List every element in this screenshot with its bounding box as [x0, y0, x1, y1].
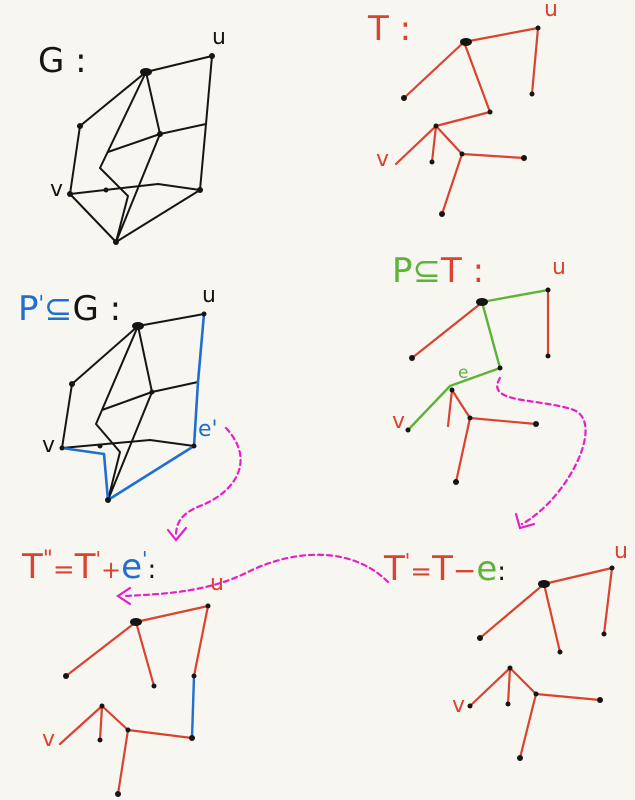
title-t-prime: T'=T−e:	[383, 549, 506, 589]
panel-tree-t: T : u v	[367, 0, 558, 217]
tree-t-prime-vertices	[467, 565, 615, 761]
panel-path-p-prime: P'⊆G : u v e'	[18, 283, 218, 503]
arrow-e-prime-head	[166, 526, 188, 542]
added-edge-e-prime	[190, 674, 196, 740]
vertex-v-label: v	[50, 177, 63, 202]
vertex-u-label: u	[212, 25, 226, 50]
vertex-v-label: v	[392, 409, 405, 434]
graph-p-prime-vertices	[59, 311, 207, 503]
title-t-double-prime: T"=T'+e':	[21, 547, 156, 587]
arrow-e-to-t-prime	[496, 376, 587, 526]
title-p-prime: P'⊆G :	[18, 289, 121, 329]
panel-tree-t-double-prime: T"=T'+e': u v	[21, 547, 224, 797]
tree-p-vertices	[405, 287, 551, 485]
tree-t-double-prime-edges	[58, 604, 210, 796]
path-p-prime-edges	[60, 312, 206, 502]
vertex-v-label: v	[376, 147, 389, 172]
path-p-edges	[406, 288, 550, 432]
arrow-t-prime-to-t-double-prime	[122, 553, 390, 598]
vertex-v-label: v	[452, 693, 465, 718]
graph-g-edges	[61, 313, 205, 501]
title-g: G :	[38, 41, 87, 81]
vertex-u-label: u	[544, 0, 558, 22]
vertex-u-label: u	[202, 283, 216, 308]
title-p: P⊆T :	[392, 251, 484, 291]
arrow-e-head	[514, 512, 536, 530]
tree-t-double-prime-vertices	[63, 603, 211, 797]
vertex-u-label: u	[552, 255, 566, 280]
arrow-t-prime-head	[116, 586, 132, 606]
tree-t-edges	[410, 288, 550, 484]
panel-graph-g: G : u v	[38, 25, 226, 245]
tree-t-edges	[394, 26, 540, 216]
graph-g-edges	[69, 55, 213, 243]
vertex-u-label: u	[614, 539, 628, 564]
tree-t-vertices	[401, 25, 541, 217]
edge-e-prime-label: e'	[198, 417, 218, 442]
vertex-v-label: v	[42, 727, 55, 752]
panel-tree-t-prime: T'=T−e: u v	[383, 539, 628, 761]
arrow-e-prime-to-t-double-prime	[174, 426, 242, 538]
graph-g-vertices	[67, 53, 215, 245]
transition-arrows	[116, 376, 587, 606]
panel-path-p: P⊆T : u v e	[392, 251, 566, 485]
tree-t-prime-edges	[468, 566, 614, 760]
vertex-v-label: v	[42, 433, 55, 458]
edge-e-label: e	[458, 363, 468, 383]
title-t: T :	[367, 9, 411, 49]
